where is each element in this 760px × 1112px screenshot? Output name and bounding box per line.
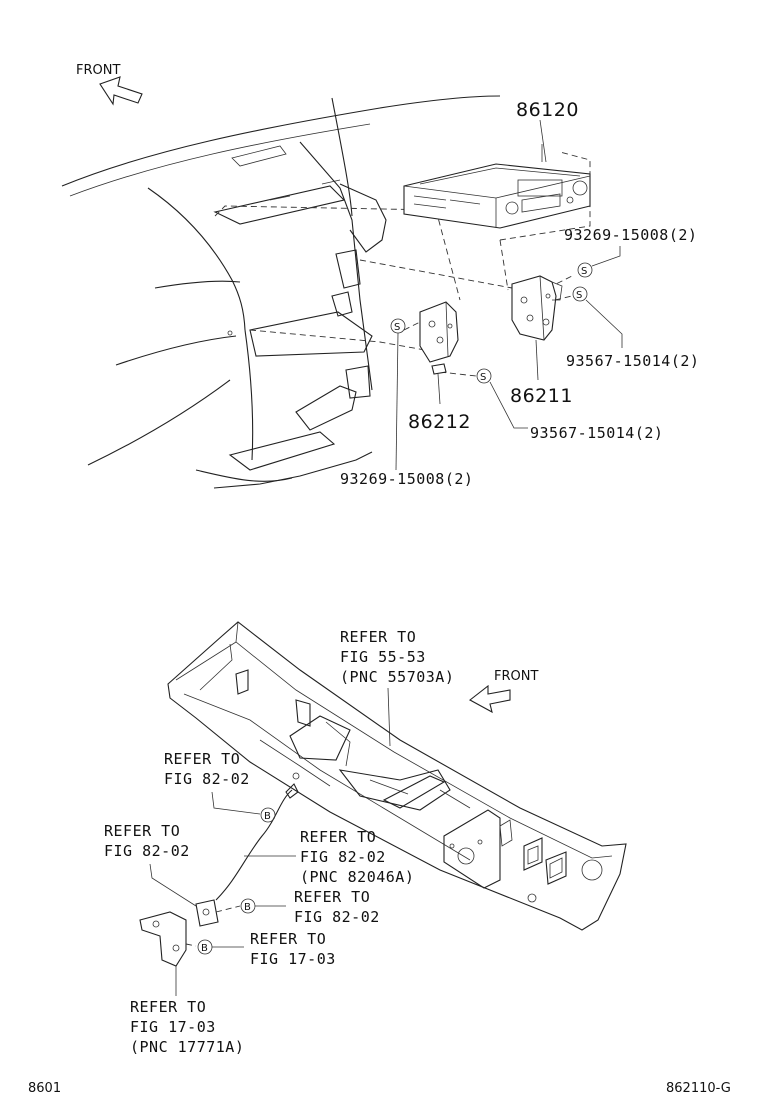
ref-upper-line2: FIG 82-02 <box>164 770 250 788</box>
ref-wire-line2: FIG 82-02 <box>300 848 386 866</box>
part-number-radio: 86120 <box>516 99 579 121</box>
leader-bracket-right <box>535 339 539 381</box>
leader-radio <box>539 119 547 163</box>
ref-bolt-upper-line2: FIG 82-02 <box>294 908 380 926</box>
screw-label-a-right: 93269-15008(2) <box>564 226 697 244</box>
screw-label-b-right: 93567-15014(2) <box>566 352 699 370</box>
screw-symbol-b-left: S <box>480 372 486 383</box>
bolt-symbol-upper: B <box>244 902 251 913</box>
part-number-bracket-right: 86211 <box>510 385 573 407</box>
front-label-bottom: FRONT <box>494 669 538 684</box>
ref-bracket-line3: (PNC 17771A) <box>130 1038 244 1056</box>
reference-panel-label: REFER TO FIG 55-53 (PNC 55703A) <box>340 628 454 747</box>
ref-bolt-lower-line2: FIG 17-03 <box>250 950 336 968</box>
ref-panel-line3: (PNC 55703A) <box>340 668 454 686</box>
screw-symbol-a-left: S <box>394 322 400 333</box>
front-arrow-top-icon <box>99 76 143 106</box>
ref-upper-line1: REFER TO <box>164 750 240 768</box>
leader-bracket-left <box>437 373 441 405</box>
ref-clip-line2: FIG 82-02 <box>104 842 190 860</box>
ref-wire-line3: (PNC 82046A) <box>300 868 414 886</box>
bracket-left <box>419 301 459 375</box>
bolt-symbol-lower: B <box>201 943 208 954</box>
screw-icon-a-right <box>577 262 593 278</box>
ref-panel-line2: FIG 55-53 <box>340 648 426 666</box>
dashboard-outline <box>61 95 501 489</box>
radio-unit <box>403 144 591 229</box>
front-arrow-bottom-icon <box>468 684 511 714</box>
bolt-icon-upper-ref <box>260 807 276 823</box>
screw-symbol-b-right: S <box>576 290 582 301</box>
bracket-right <box>511 275 563 341</box>
reference-labels-bottom: REFER TO FIG 82-02 B REFER TO FIG 82-02 … <box>104 750 414 1056</box>
front-arrow-top: FRONT <box>76 63 143 106</box>
screw-symbol-a-right: S <box>581 266 587 277</box>
front-arrow-bottom: FRONT <box>468 669 538 714</box>
screw-label-a-left: 93269-15008(2) <box>340 470 473 488</box>
ref-wire-line1: REFER TO <box>300 828 376 846</box>
ref-bracket-line2: FIG 17-03 <box>130 1018 216 1036</box>
ref-bolt-lower-line1: REFER TO <box>250 930 326 948</box>
footer-right-code: 862110-G <box>666 1081 731 1096</box>
ref-panel-line1: REFER TO <box>340 628 416 646</box>
bolt-symbol-upper-ref: B <box>264 811 271 822</box>
cowl-panel <box>167 621 627 931</box>
ref-clip-line1: REFER TO <box>104 822 180 840</box>
screw-icon-b-right <box>572 286 588 302</box>
screw-icon-b-left <box>476 368 492 384</box>
ref-bracket-line1: REFER TO <box>130 998 206 1016</box>
ref-bolt-upper-line1: REFER TO <box>294 888 370 906</box>
front-label-top: FRONT <box>76 63 120 78</box>
screw-label-b-left: 93567-15014(2) <box>530 424 663 442</box>
part-number-bracket-left: 86212 <box>408 411 471 433</box>
screw-callouts-top: S 93269-15008(2) S 93567-15014(2) S 9356… <box>340 226 699 488</box>
footer-left-code: 8601 <box>28 1081 61 1096</box>
